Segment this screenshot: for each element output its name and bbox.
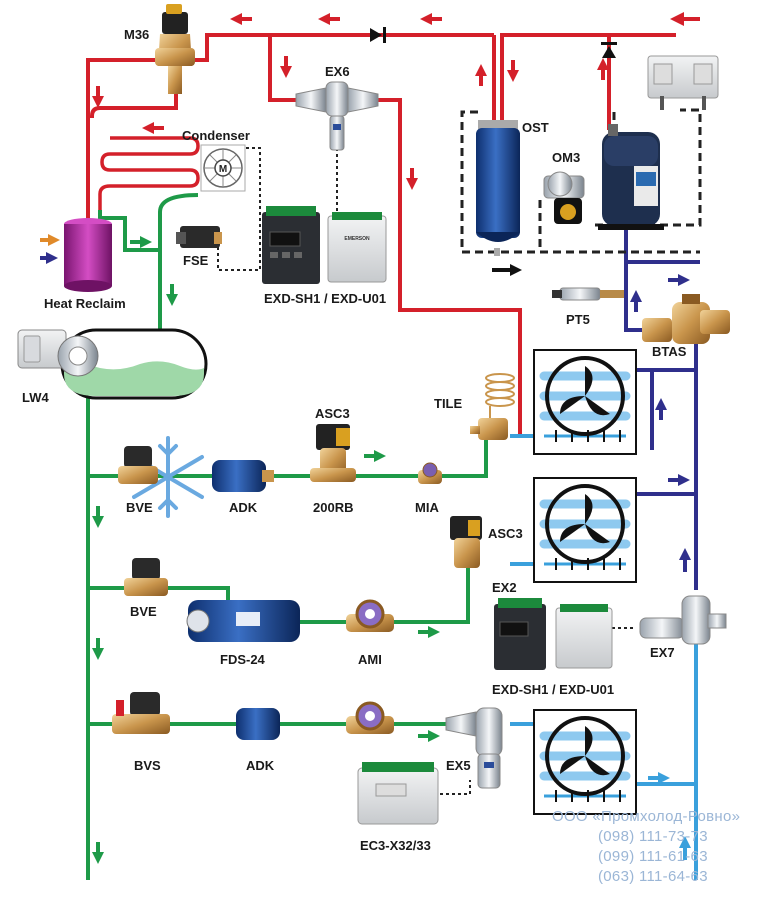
flow-arrows-green — [92, 236, 440, 864]
ec3-label: EC3-X32/33 — [360, 838, 431, 853]
watermark-phone-1: (098) 111-73-73 — [598, 828, 708, 845]
flow-arrows-suction — [630, 274, 691, 572]
btas-label: BTAS — [652, 344, 687, 359]
heat-reclaim-tank — [64, 218, 112, 292]
sight-glass-line3-icon — [346, 701, 394, 734]
lw4-label: LW4 — [22, 390, 49, 405]
ex5-valve-icon — [445, 707, 503, 789]
watermark-phone-2: (099) 111-61-63 — [598, 848, 708, 865]
evaporator-1 — [533, 349, 637, 455]
ex7-label: EX7 — [650, 645, 675, 660]
motor-icon: M — [219, 164, 227, 175]
lw4-level-sensor-icon — [17, 329, 99, 377]
pressure-switch-icon — [647, 55, 719, 110]
condenser-fan-icon: M — [200, 144, 246, 192]
fse-flow-switch-icon — [176, 226, 222, 248]
ost-label: OST — [522, 120, 549, 135]
check-valve-discharge — [601, 42, 617, 58]
m36-valve-icon — [155, 4, 195, 94]
ex6-valve-icon — [295, 81, 379, 151]
suction-lines — [624, 225, 700, 590]
watermark-phone-3: (063) 111-64-63 — [598, 868, 708, 885]
adk-filter-2-icon — [236, 708, 280, 740]
evaporator-2 — [533, 477, 637, 583]
adk-1-label: ADK — [229, 500, 258, 515]
flow-arrows-misc — [40, 234, 522, 276]
exd-top-label: EXD-SH1 / EXD-U01 — [264, 291, 387, 306]
pt5-label: PT5 — [566, 312, 590, 327]
condenser-coil — [98, 136, 200, 210]
compressor — [598, 124, 664, 230]
flow-arrows-cold — [648, 772, 691, 860]
ex7-valve-icon — [639, 595, 727, 645]
watermark-company: ООО «Промхолод-Ровно» — [552, 808, 741, 825]
asc3-solenoid-1-icon — [310, 424, 356, 482]
pt5-pressure-sensor-icon — [552, 287, 624, 301]
ec3-controller-icon — [357, 762, 439, 825]
condenser-label: Condenser — [182, 128, 250, 143]
tile-label: TILE — [434, 396, 463, 411]
flow-arrows-red — [92, 12, 700, 190]
adk-2-label: ADK — [246, 758, 275, 773]
bvs-valve-icon — [112, 692, 170, 734]
tile-expansion-valve-icon — [470, 373, 515, 440]
bvs-label: BVS — [134, 758, 161, 773]
cold-return-lines — [510, 434, 698, 880]
fds24-label: FDS-24 — [220, 652, 265, 667]
asc3-1-label: ASC3 — [315, 406, 350, 421]
om3-label: OM3 — [552, 150, 581, 165]
ex5-label: EX5 — [446, 758, 471, 773]
adk-filter-1-icon — [212, 460, 274, 492]
asc3-solenoid-2-icon — [450, 516, 482, 568]
ex6-label: EX6 — [325, 64, 350, 79]
fse-label: FSE — [183, 253, 209, 268]
btas-pressure-regulator — [642, 294, 730, 344]
evaporator-3 — [533, 709, 637, 815]
bve-1-label: BVE — [126, 500, 153, 515]
om3-oil-regulator-icon — [543, 171, 585, 224]
ami-label: AMI — [358, 652, 382, 667]
bve-valve-2-icon — [124, 558, 168, 596]
asc3-2-label: ASC3 — [488, 526, 523, 541]
exd-bottom-label: EXD-SH1 / EXD-U01 — [492, 682, 615, 697]
svg-text:EMERSON: EMERSON — [344, 236, 370, 242]
check-valve-top — [370, 27, 386, 43]
ami-sight-glass-icon — [346, 599, 394, 632]
exd-controllers-top: EMERSON — [262, 206, 387, 284]
exd-controllers-bottom — [494, 598, 613, 670]
m36-label: M36 — [124, 27, 150, 42]
mia-sight-glass-icon — [418, 462, 442, 484]
200rb-label: 200RB — [313, 500, 354, 515]
bve-valve-1-icon — [118, 446, 158, 484]
ex2-label: EX2 — [492, 580, 517, 595]
fds24-filter-drier-icon — [186, 600, 300, 642]
bve-2-label: BVE — [130, 604, 157, 619]
control-wires — [217, 147, 636, 795]
heat-reclaim-label: Heat Reclaim — [44, 296, 126, 311]
mia-label: MIA — [415, 500, 439, 515]
ost-oil-separator — [476, 120, 520, 256]
